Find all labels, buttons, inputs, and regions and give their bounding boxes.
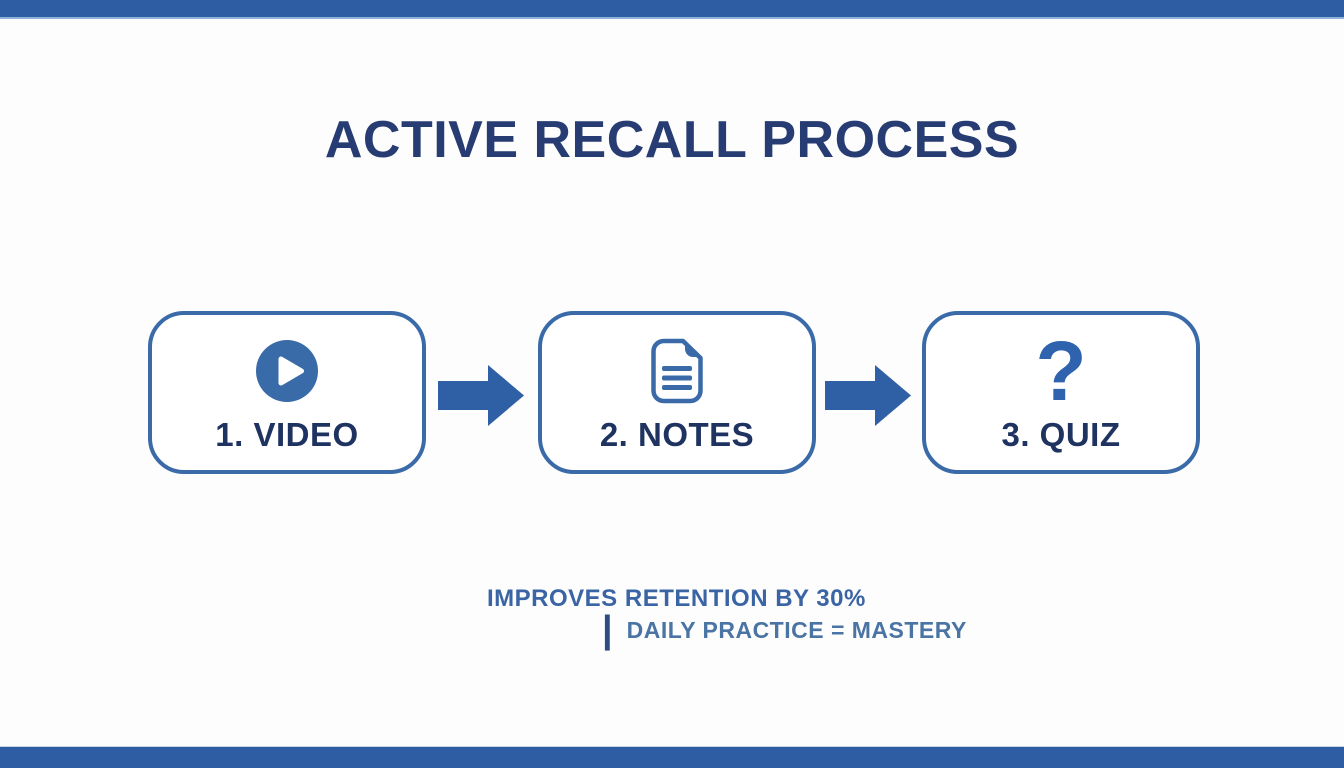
arrow-right-icon [825, 365, 911, 426]
document-icon-svg [651, 338, 703, 404]
step-label-notes: 2. NOTES [599, 416, 755, 453]
step-box-quiz: ? 3. QUIZ [922, 311, 1200, 474]
top-accent-bar [0, 0, 1344, 19]
step-label-video: 1. VIDEO [215, 416, 359, 453]
arrow-right-icon [438, 365, 524, 426]
separator-bar: | [602, 609, 613, 651]
play-icon-svg [256, 340, 318, 402]
step-label-quiz: 3. QUIZ [1001, 416, 1121, 453]
footer-practice-text: DAILY PRACTICE = MASTERY [626, 616, 967, 643]
footer-practice-row: | DAILY PRACTICE = MASTERY [602, 611, 967, 649]
footer-retention-text: IMPROVES RETENTION BY 30% [487, 585, 866, 612]
play-icon [255, 337, 319, 405]
step-box-notes: 2. NOTES [538, 311, 816, 474]
document-icon [649, 337, 705, 405]
question-mark-icon: ? [1035, 324, 1087, 418]
step-box-video: 1. VIDEO [148, 311, 426, 474]
page-title: ACTIVE RECALL PROCESS [324, 111, 1020, 169]
bottom-accent-bar [0, 746, 1344, 768]
